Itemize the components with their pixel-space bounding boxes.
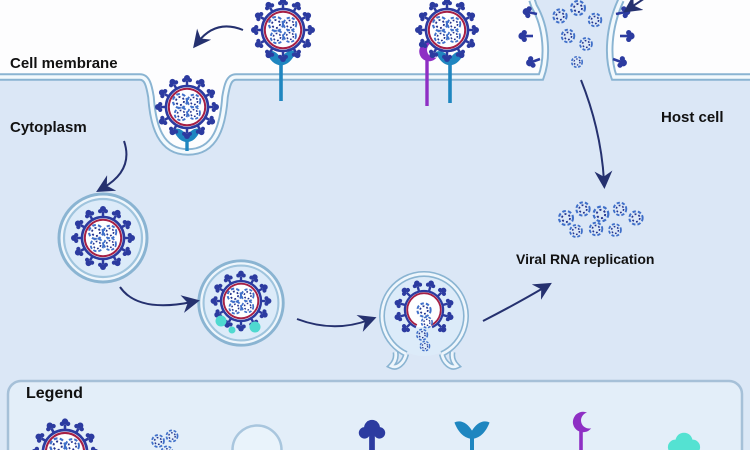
endosome-fusion-release [379,271,469,370]
cell-membrane-label: Cell membrane [10,55,118,72]
enzyme-cyan-icon [249,321,261,333]
viral-rna-replication-label: Viral RNA replication [516,251,655,267]
legend-title: Legend [26,385,83,402]
flow-arrows [96,0,644,332]
enzyme-cyan-icon [228,326,236,334]
cytoplasm-label: Cytoplasm [10,119,87,136]
cell-membrane [0,0,750,156]
host-cell-label: Host cell [661,109,724,126]
receptor-purple-icon [572,411,592,450]
arrow-to-endosome3 [296,315,377,332]
endosome-early [57,192,149,284]
arrow-to-replication [482,282,552,322]
legend-box [6,379,744,450]
arrow-fusion-to-replication [580,79,613,189]
vesicle-icon [231,424,283,450]
receptor-blue-icon [454,421,490,450]
arrow-top-right [623,0,644,13]
enzyme-cyan-icon [215,315,227,327]
endosome-acidified [197,259,285,347]
arrow-to-endosome2 [119,286,200,313]
virus-particle-icon [155,75,219,139]
arrow-to-endosome1 [96,140,128,193]
virus-particle-icon [251,0,315,62]
arrow-to-pit [193,25,244,49]
virus-in-membrane-pit [155,75,219,151]
virus-bound-single-receptor [251,0,315,101]
virus-bound-two-receptors [415,0,479,106]
